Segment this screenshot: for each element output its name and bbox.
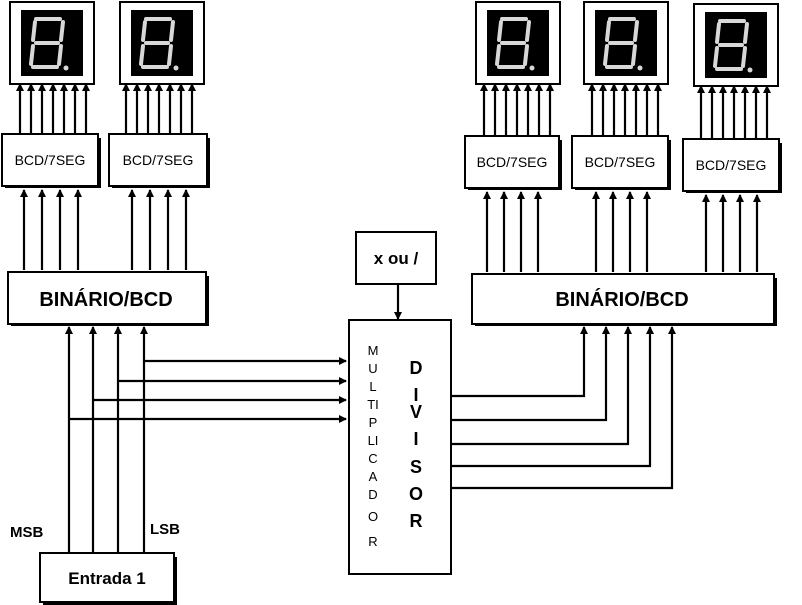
operation-select-box: x ou / xyxy=(355,231,437,285)
decoder-left-1: BCD/7SEG xyxy=(1,133,101,188)
multiplier-letter: L xyxy=(369,379,376,394)
display-5-digit xyxy=(713,19,753,73)
decoder-right-2-label: BCD/7SEG xyxy=(585,154,656,170)
divider-letters: D I V I S O R xyxy=(409,358,423,531)
decoder-4-to-display-4-wires xyxy=(588,83,662,135)
converter-left-label: BINÁRIO/BCD xyxy=(39,288,172,311)
converter-left: BINÁRIO/BCD xyxy=(7,271,209,326)
decoder-left-1-label: BCD/7SEG xyxy=(15,152,86,168)
processor-to-right-converter-wires xyxy=(452,326,676,490)
decoder-left-2-label: BCD/7SEG xyxy=(123,152,194,168)
multiplier-letter: D xyxy=(368,487,377,502)
multiplier-letter: LI xyxy=(368,433,379,448)
divider-letter: O xyxy=(409,484,423,504)
multiplier-letter: O xyxy=(368,509,378,524)
divider-letter: I xyxy=(413,429,418,449)
display-4-digit xyxy=(603,17,643,71)
multiplier-letter: TI xyxy=(367,397,379,412)
decoder-right-3-label: BCD/7SEG xyxy=(696,157,767,173)
lsb-label: LSB xyxy=(150,521,180,538)
input-box: Entrada 1 xyxy=(39,552,177,605)
right-converter-to-decoders-wires xyxy=(483,191,761,272)
display-2 xyxy=(119,1,205,85)
msb-label: MSB xyxy=(10,524,44,541)
display-3-digit xyxy=(495,17,535,71)
input-bus-to-processor-wires xyxy=(69,357,347,423)
input-bus-to-left-converter-wires xyxy=(65,326,148,552)
decoder-right-1: BCD/7SEG xyxy=(464,135,562,190)
display-5 xyxy=(693,3,779,87)
converter-right: BINÁRIO/BCD xyxy=(471,273,777,326)
operation-select-label: x ou / xyxy=(374,249,419,268)
decoder-5-to-display-5-wires xyxy=(697,85,771,138)
divider-letter: R xyxy=(410,511,423,531)
divider-letter: I xyxy=(413,385,418,405)
display-4 xyxy=(583,1,669,85)
multiplier-letter: M xyxy=(368,343,379,358)
left-converter-to-decoders-wires xyxy=(20,189,190,270)
multiplier-letter: U xyxy=(368,361,377,376)
decoder-right-1-label: BCD/7SEG xyxy=(477,154,548,170)
display-1-digit xyxy=(29,17,69,71)
decoder-3-to-display-3-wires xyxy=(480,83,554,135)
multiplier-letter: A xyxy=(369,469,378,484)
multiplier-divider-block: M U L TI P LI C A D O R D I V I S O R xyxy=(348,319,452,575)
decoder-right-3: BCD/7SEG xyxy=(682,138,782,193)
input-label: Entrada 1 xyxy=(68,569,145,588)
converter-right-label: BINÁRIO/BCD xyxy=(555,288,688,311)
divider-letter: S xyxy=(410,457,422,477)
divider-letter: V xyxy=(410,402,422,422)
decoder-1-to-display-1-wires xyxy=(16,83,90,133)
display-3 xyxy=(475,1,561,85)
display-1 xyxy=(9,1,95,85)
decoder-2-to-display-2-wires xyxy=(122,83,196,133)
decoder-left-2: BCD/7SEG xyxy=(108,133,210,188)
multiplier-letter: C xyxy=(368,451,377,466)
display-2-digit xyxy=(139,17,179,71)
decoder-right-2: BCD/7SEG xyxy=(571,135,671,190)
divider-letter: D xyxy=(410,358,423,378)
multiplier-letter: P xyxy=(369,415,378,430)
multiplier-letters: M U L TI P LI C A D O R xyxy=(367,343,379,549)
multiplier-letter: R xyxy=(368,534,377,549)
